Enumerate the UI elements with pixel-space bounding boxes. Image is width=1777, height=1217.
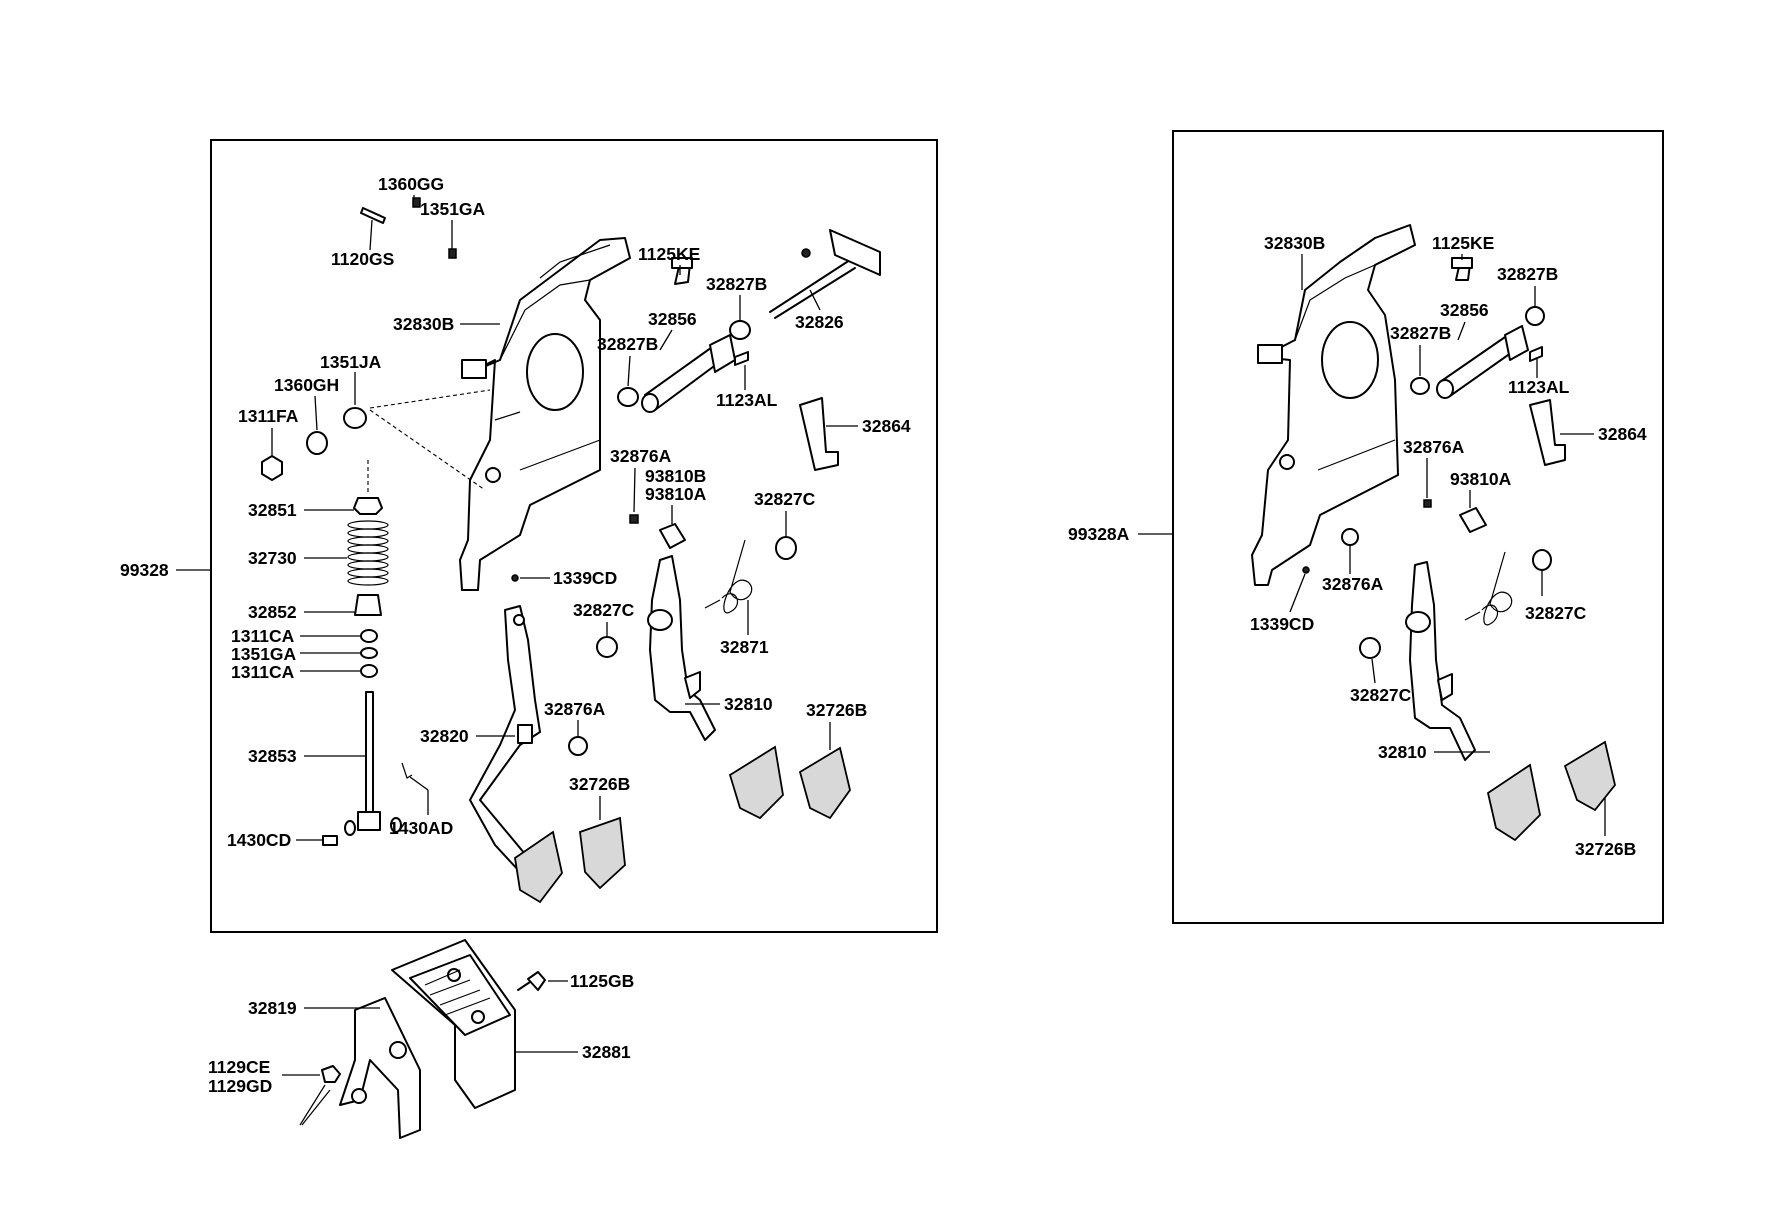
callout-1311CA-a: 1311CA bbox=[231, 626, 295, 646]
left-bracket-drawing bbox=[360, 197, 631, 591]
callout-32730: 32730 bbox=[248, 548, 297, 568]
callout-32820: 32820 bbox=[420, 726, 469, 746]
callout-93810B: 93810B bbox=[645, 466, 706, 486]
callout-32856: 32856 bbox=[648, 309, 697, 329]
callout-r-93810A: 93810A bbox=[1450, 469, 1512, 489]
callout-32827B-a: 32827B bbox=[706, 274, 767, 294]
callout-32827C-b: 32827C bbox=[573, 600, 635, 620]
right-callouts: 32830B 1125KE 32827B 32856 32827B 1123AL… bbox=[1250, 233, 1647, 859]
callout-1351JA: 1351JA bbox=[320, 352, 382, 372]
callout-r-32830B: 32830B bbox=[1264, 233, 1325, 253]
callout-32827C-a: 32827C bbox=[754, 489, 816, 509]
callout-32853: 32853 bbox=[248, 746, 297, 766]
callout-1430AD: 1430AD bbox=[389, 818, 453, 838]
callout-r-32827C-b: 32827C bbox=[1350, 685, 1412, 705]
left-callouts: 1360GG 1351GA 1120GS 1125KE 32827B 32856… bbox=[227, 174, 911, 850]
callout-1129CE: 1129CE bbox=[208, 1057, 270, 1077]
callout-1129GD: 1129GD bbox=[208, 1076, 272, 1096]
callout-32810: 32810 bbox=[724, 694, 773, 714]
callout-32819: 32819 bbox=[248, 998, 297, 1018]
callout-r-1125KE: 1125KE bbox=[1432, 233, 1494, 253]
callout-1125GB: 1125GB bbox=[570, 971, 634, 991]
callout-93810A: 93810A bbox=[645, 484, 707, 504]
callout-r-32726B: 32726B bbox=[1575, 839, 1636, 859]
left-shaft-drawing bbox=[617, 229, 881, 413]
callout-32830B: 32830B bbox=[393, 314, 454, 334]
callout-32726B-a: 32726B bbox=[806, 700, 867, 720]
callout-r-32856: 32856 bbox=[1440, 300, 1489, 320]
callout-r-32827B-b: 32827B bbox=[1390, 323, 1451, 343]
callout-r-32876A-a: 32876A bbox=[1403, 437, 1465, 457]
callout-1311CA-b: 1311CA bbox=[231, 662, 295, 682]
callout-r-32876A-b: 32876A bbox=[1322, 574, 1384, 594]
callout-r-1339CD: 1339CD bbox=[1250, 614, 1314, 634]
callout-32871: 32871 bbox=[720, 637, 769, 657]
right-bracket-drawing bbox=[1251, 224, 1616, 842]
callout-r-32827B-a: 32827B bbox=[1497, 264, 1558, 284]
callout-1430CD: 1430CD bbox=[227, 830, 291, 850]
right-assembly-label: 99328A bbox=[1068, 524, 1130, 544]
callout-1311FA: 1311FA bbox=[238, 406, 299, 426]
callout-1360GG: 1360GG bbox=[378, 174, 444, 194]
callout-1123AL: 1123AL bbox=[716, 390, 778, 410]
callout-32851: 32851 bbox=[248, 500, 297, 520]
right-assembly-frame bbox=[1172, 130, 1664, 924]
callout-1120GS: 1120GS bbox=[331, 249, 394, 269]
callout-32827B-b: 32827B bbox=[597, 334, 658, 354]
callout-32881: 32881 bbox=[582, 1042, 631, 1062]
callout-r-32827C-a: 32827C bbox=[1525, 603, 1587, 623]
left-assembly-label: 99328 bbox=[120, 560, 169, 580]
bottom-assembly-drawing bbox=[299, 939, 546, 1139]
callout-32876A-a: 32876A bbox=[610, 446, 672, 466]
callout-r-32810: 32810 bbox=[1378, 742, 1427, 762]
callout-1125KE: 1125KE bbox=[638, 244, 700, 264]
callout-1360GH: 1360GH bbox=[274, 375, 339, 395]
bottom-callouts: 1125GB 32819 32881 1129CE 1129GD bbox=[208, 971, 634, 1096]
callout-r-1123AL: 1123AL bbox=[1508, 377, 1570, 397]
callout-32726B-b: 32726B bbox=[569, 774, 630, 794]
callout-32826: 32826 bbox=[795, 312, 844, 332]
callout-32876A-b: 32876A bbox=[544, 699, 606, 719]
callout-32864: 32864 bbox=[862, 416, 911, 436]
callout-1351GA: 1351GA bbox=[420, 199, 486, 219]
callout-1339CD: 1339CD bbox=[553, 568, 617, 588]
callout-r-32864: 32864 bbox=[1598, 424, 1647, 444]
left-pedals-drawing bbox=[469, 397, 851, 904]
callout-1351GA-b: 1351GA bbox=[231, 644, 297, 664]
left-spring-stack-drawing bbox=[261, 389, 491, 846]
callout-32852: 32852 bbox=[248, 602, 297, 622]
left-assembly-frame bbox=[210, 139, 938, 933]
